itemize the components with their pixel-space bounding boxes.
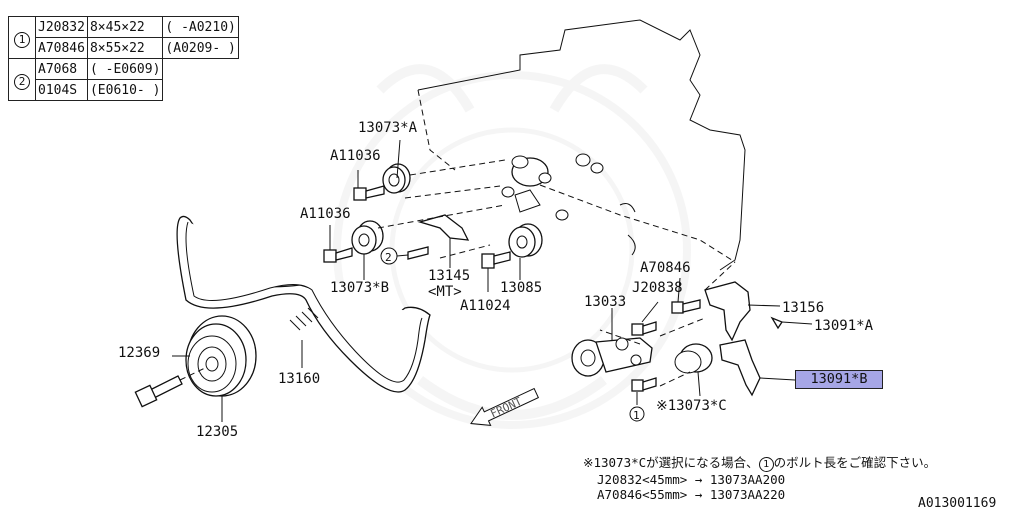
range-cell: (E0610- ) (86, 79, 164, 101)
range-cell: (A0209- ) (162, 37, 239, 59)
part-number-cell: A70846 (35, 37, 88, 59)
part-number-cell: 0104S (35, 79, 88, 101)
size-cell: 8×55×22 (86, 37, 164, 59)
crankshaft-pulley (185, 315, 257, 397)
label-13033: 13033 (584, 294, 626, 310)
marker-1-label: 1 (633, 409, 640, 422)
idler-pulley-b (351, 220, 384, 280)
bolt-a11036-mid (323, 225, 353, 263)
bolts-tensioner (631, 277, 701, 405)
highlighted-label-13091b[interactable]: 13091*B (795, 370, 883, 389)
marker-2-cell: 2 (8, 58, 36, 101)
timing-belt (176, 215, 431, 393)
spec-table: 1 J20832 8×45×22 ( -A0210) A70846 8×55×2… (8, 16, 239, 101)
table-row: 1 J20832 8×45×22 ( -A0210) (8, 16, 239, 59)
note-line-2: J20832<45mm> → 13073AA200 (597, 472, 786, 487)
marker-2-label: 2 (385, 251, 392, 264)
label-13073c: ※13073*C (656, 398, 727, 414)
bracket-13145 (380, 214, 470, 268)
range-cell: ( -E0609) (86, 58, 164, 80)
bolt-a11036-top (353, 170, 385, 201)
label-a11036-top: A11036 (330, 148, 381, 164)
marker-1-cell: 1 (8, 16, 36, 59)
label-13091a: 13091*A (814, 318, 874, 334)
bracket-13156 (599, 261, 813, 397)
label-13073a: 13073*A (358, 120, 418, 136)
label-j20838: J20838 (632, 280, 683, 296)
label-13085: 13085 (500, 280, 542, 296)
table-row: 0104S (E0610- ) (9, 79, 239, 101)
idler-pulley-a (382, 139, 411, 194)
tensioner-13033 (571, 308, 653, 377)
label-mt: <MT> (428, 284, 462, 300)
label-13160: 13160 (278, 371, 320, 387)
engine-block (417, 19, 746, 271)
label-13145: 13145 (428, 268, 470, 284)
table-row: A70846 8×55×22 (A0209- ) (9, 37, 239, 59)
label-a70846: A70846 (640, 260, 691, 276)
note-line-1-pre: ※13073*Cが選択になる場合、 (583, 455, 759, 470)
circled-marker: 1 (758, 457, 774, 472)
pulley-13085 (481, 223, 543, 292)
crank-bolt (134, 367, 206, 408)
circled-number: 1 (14, 31, 30, 48)
circled-number: 2 (14, 73, 30, 90)
label-a11024: A11024 (460, 298, 511, 314)
document-id: A013001169 (918, 496, 997, 511)
front-arrow-icon (470, 387, 540, 426)
label-a11036-mid: A11036 (300, 206, 351, 222)
leader-lines (172, 340, 303, 422)
label-13073b: 13073*B (330, 280, 389, 296)
part-number-cell: J20832 (35, 16, 88, 38)
note-line-3: A70846<55mm> → 13073AA220 (597, 487, 786, 502)
idler-pulley-c (674, 343, 713, 397)
note-line-1-post: のボルト長をご確認下さい。 (773, 455, 937, 470)
label-12305: 12305 (196, 424, 238, 440)
label-13156: 13156 (782, 300, 824, 316)
label-12369: 12369 (118, 345, 160, 361)
idler-assembly-upper (377, 153, 604, 259)
